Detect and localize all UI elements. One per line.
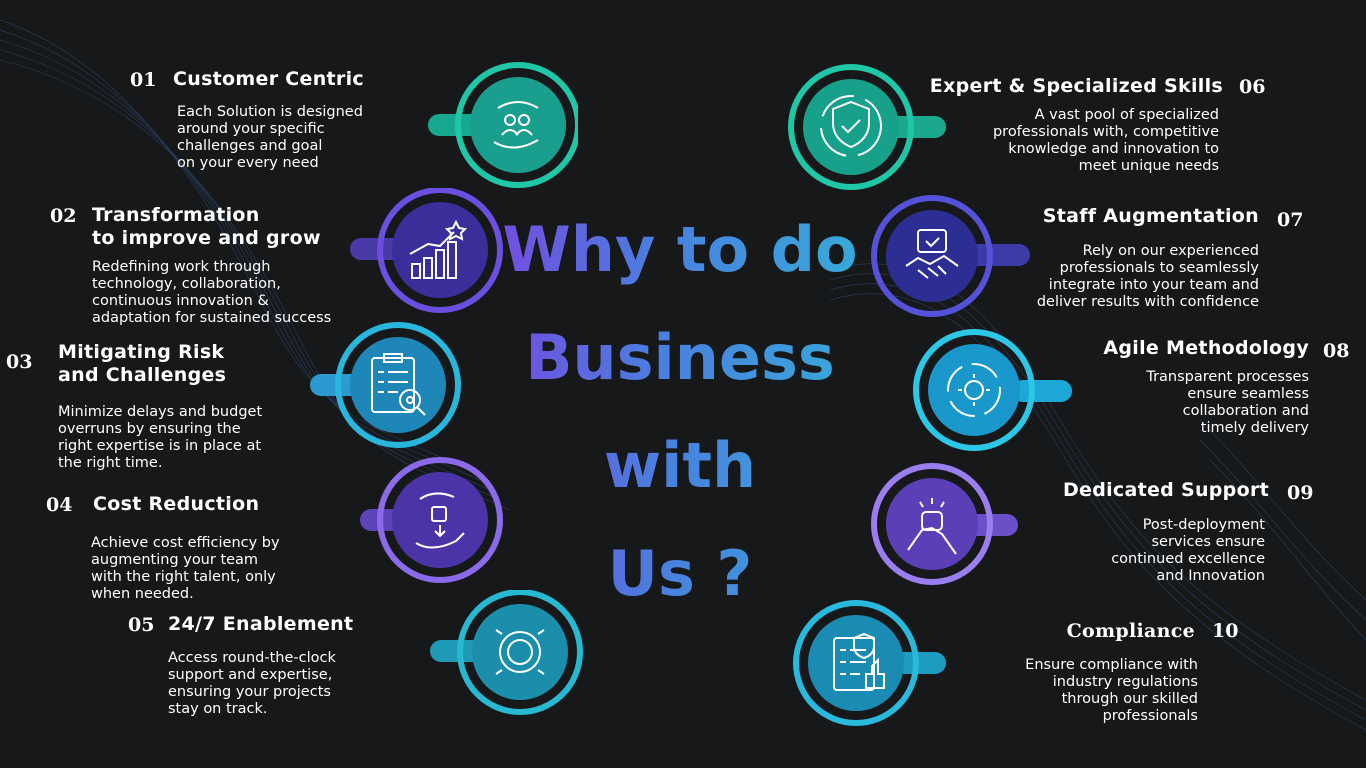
shield-check-icon bbox=[788, 64, 946, 190]
growth-chart-icon bbox=[350, 188, 503, 313]
item-09-number: 09 bbox=[1287, 482, 1314, 504]
item-06-number: 06 bbox=[1239, 76, 1266, 98]
item-06-description: A vast pool of specialized professionals… bbox=[992, 107, 1219, 174]
agile-cycle-icon bbox=[913, 329, 1072, 451]
handshake-icon bbox=[871, 195, 1030, 317]
item-09-title: Dedicated Support bbox=[1062, 479, 1269, 501]
money-hands-icon bbox=[360, 457, 503, 583]
item-04-number: 04 bbox=[46, 494, 73, 516]
item-05-title: 24/7 Enablement bbox=[168, 613, 354, 635]
item-07-description: Rely on our experienced professionals to… bbox=[1036, 243, 1259, 310]
headline: Why to do Business with Us ? bbox=[470, 196, 890, 628]
item-10-number: 10 bbox=[1212, 620, 1239, 642]
item-01-description: Each Solution is designed around your sp… bbox=[177, 104, 363, 171]
item-08-description: Transparent processes ensure seamless co… bbox=[1146, 369, 1309, 436]
item-08-number: 08 bbox=[1323, 340, 1350, 362]
item-05-number: 05 bbox=[128, 614, 155, 636]
item-02-description: Redefining work through technology, coll… bbox=[92, 259, 332, 326]
24-7-badge-icon bbox=[430, 590, 583, 715]
headline-line-4: Us ? bbox=[470, 520, 890, 628]
headline-line-2: Business bbox=[470, 304, 890, 412]
item-08-title: Agile Methodology bbox=[1103, 337, 1309, 359]
item-04-title: Cost Reduction bbox=[93, 493, 260, 515]
item-09-description: Post-deployment services ensure continue… bbox=[1111, 517, 1265, 584]
item-06-title: Expert & Specialized Skills bbox=[929, 75, 1223, 97]
item-10-description: Ensure compliance with industry regulati… bbox=[1025, 657, 1198, 724]
item-05-description: Access round-the-clock support and exper… bbox=[168, 650, 336, 717]
item-07-title: Staff Augmentation bbox=[1042, 205, 1259, 227]
item-03-number: 03 bbox=[6, 351, 33, 373]
item-01-number: 01 bbox=[130, 69, 157, 91]
clipboard-eye-icon bbox=[310, 322, 461, 448]
headline-line-3: with bbox=[470, 412, 890, 520]
hands-people-icon bbox=[428, 62, 578, 188]
item-10-title: Compliance bbox=[1066, 620, 1195, 642]
item-02-number: 02 bbox=[50, 205, 77, 227]
fist-bump-icon bbox=[871, 463, 1018, 585]
item-07-number: 07 bbox=[1277, 209, 1304, 231]
item-02-title: Transformation to improve and grow bbox=[92, 204, 321, 249]
checklist-thumbs-icon bbox=[793, 600, 946, 726]
item-03-title: Mitigating Risk and Challenges bbox=[58, 341, 227, 386]
item-04-description: Achieve cost efficiency by augmenting yo… bbox=[91, 535, 280, 602]
item-03-description: Minimize delays and budget overruns by e… bbox=[58, 404, 263, 471]
headline-line-1: Why to do bbox=[470, 196, 890, 304]
item-01-title: Customer Centric bbox=[173, 68, 364, 90]
